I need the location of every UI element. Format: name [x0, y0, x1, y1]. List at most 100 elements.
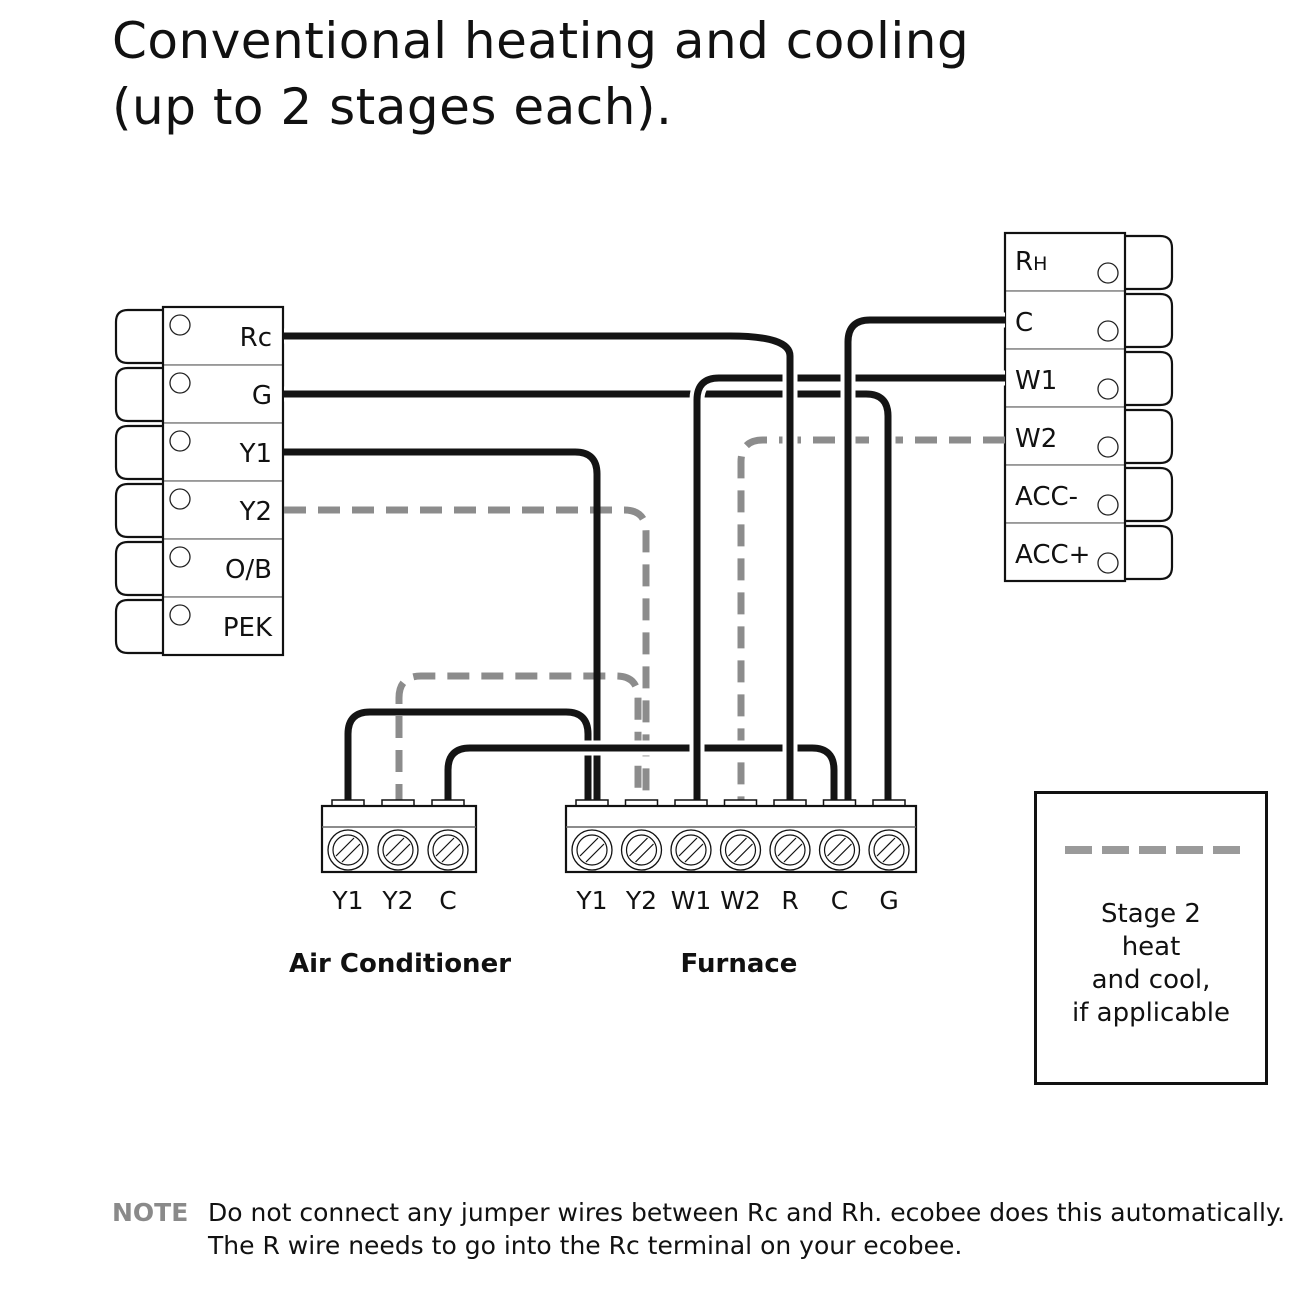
terminal-tab — [1125, 408, 1174, 465]
screw-slot — [684, 843, 704, 863]
screw-terminal-label: R — [781, 886, 798, 915]
screw-head-icon — [675, 834, 707, 866]
terminal-tab — [114, 366, 163, 423]
wire-ecobee-y2-to-furnace-y2 — [284, 506, 650, 806]
terminal-tab — [114, 424, 163, 481]
title-line-2: (up to 2 stages each). — [112, 78, 673, 136]
terminal-release-button-icon[interactable] — [169, 546, 191, 568]
screw-head-icon — [774, 834, 806, 866]
legend-dashed-line-sample — [1065, 846, 1243, 854]
block-outline — [1003, 231, 1127, 583]
screw-terminal-label: Y1 — [575, 886, 607, 915]
ecobee-terminal-rc[interactable]: Rc — [114, 306, 284, 366]
terminal-tab — [1125, 234, 1174, 291]
screw-icon — [620, 829, 663, 871]
gap-mask — [284, 328, 798, 806]
screw-icon — [769, 829, 811, 871]
ac-terminal-y2[interactable]: Y2 — [377, 829, 419, 915]
ecobee-terminal-y1[interactable]: Y1 — [114, 422, 284, 482]
screw-slot — [728, 837, 747, 857]
screw-icon — [571, 829, 613, 871]
ecobee-terminal-c[interactable]: C — [1004, 290, 1174, 350]
wire-ecobee-c-to-furnace-c — [844, 316, 1005, 806]
ecobee-terminal-rh[interactable]: RH — [1004, 232, 1174, 292]
screw-slot — [579, 837, 599, 857]
legend-line-1: Stage 2 — [1101, 899, 1201, 929]
screw-terminal-label: W1 — [671, 886, 712, 915]
ecobee-terminal-acc[interactable]: ACC+ — [1004, 522, 1174, 582]
furnace-label: Furnace — [681, 949, 798, 979]
terminal-tab — [1125, 524, 1174, 581]
screw-head-icon — [432, 834, 464, 866]
wires — [284, 312, 1005, 806]
wire-ecobee-y1-to-furnace-y1 — [284, 448, 601, 806]
wire-ac-y2-to-furnace-y2 — [395, 672, 642, 806]
block-outline — [161, 305, 285, 657]
terminal-label-subscript: H — [1033, 253, 1047, 275]
furnace-terminal-w2[interactable]: W2 — [719, 829, 762, 915]
terminal-release-button-icon[interactable] — [169, 604, 191, 626]
terminal-release-button-icon[interactable] — [169, 314, 191, 336]
screw-icon — [670, 829, 712, 871]
terminal-release-button-icon[interactable] — [1097, 320, 1119, 342]
terminal-label: Y2 — [239, 497, 272, 527]
ecobee-terminal-w1[interactable]: W1 — [1004, 348, 1174, 408]
ac-terminal-y1[interactable]: Y1 — [327, 829, 369, 915]
screw-slot — [734, 843, 753, 863]
screw-slot — [777, 837, 797, 857]
terminal-release-button-icon[interactable] — [169, 430, 191, 452]
screw-terminal-label: Y2 — [381, 886, 413, 915]
terminal-label: G — [252, 381, 272, 411]
legend-text: Stage 2 heat and cool, if applicable — [1037, 898, 1265, 1030]
ac-terminal-c[interactable]: C — [427, 829, 469, 915]
air-conditioner-label: Air Conditioner — [289, 949, 511, 979]
ecobee-terminal-y2[interactable]: Y2 — [114, 480, 284, 540]
wire-ecobee-rc-to-furnace-r — [284, 332, 794, 806]
screw-slot — [635, 843, 654, 863]
screw-slot — [391, 843, 411, 863]
ecobee-terminal-g[interactable]: G — [114, 364, 284, 424]
screw-slot — [341, 843, 361, 863]
wire-ac-c-to-furnace-c — [444, 744, 838, 806]
terminal-label: Rc — [240, 323, 272, 353]
terminal-release-button-icon[interactable] — [1097, 262, 1119, 284]
furnace-terminal-r[interactable]: R — [769, 829, 811, 915]
legend-line-4: if applicable — [1072, 998, 1230, 1028]
legend-box: Stage 2 heat and cool, if applicable — [1034, 791, 1268, 1085]
terminal-release-button-icon[interactable] — [169, 372, 191, 394]
terminal-label: W2 — [1015, 424, 1057, 454]
terminal-release-button-icon[interactable] — [169, 488, 191, 510]
terminal-release-button-icon[interactable] — [1097, 436, 1119, 458]
screw-icon — [719, 829, 762, 871]
ecobee-terminal-o-b[interactable]: O/B — [114, 538, 284, 598]
screw-head-icon — [382, 834, 414, 866]
furnace-terminal-g[interactable]: G — [868, 829, 910, 915]
terminal-cell — [162, 480, 284, 540]
screw-terminal-label: C — [439, 886, 456, 915]
legend-line-3: and cool, — [1091, 965, 1211, 995]
screw-slot — [585, 843, 605, 863]
screw-slot — [783, 843, 803, 863]
wire-ac-y1-to-furnace-y1 — [344, 708, 592, 806]
terminal-tab — [1125, 350, 1174, 407]
furnace-terminal-y2[interactable]: Y2 — [620, 829, 663, 915]
furnace-terminal-y1[interactable]: Y1 — [571, 829, 613, 915]
ecobee-terminal-w2[interactable]: W2 — [1004, 406, 1174, 466]
screw-icon — [868, 829, 910, 871]
terminal-release-button-icon[interactable] — [1097, 494, 1119, 516]
screw-icon — [327, 829, 369, 871]
furnace-terminal-c[interactable]: C — [818, 829, 861, 915]
furnace-terminal-w1[interactable]: W1 — [670, 829, 712, 915]
ecobee-terminal-acc[interactable]: ACC- — [1004, 464, 1174, 524]
terminal-label: W1 — [1015, 366, 1057, 396]
screw-terminal-label: C — [831, 886, 848, 915]
terminal-label: ACC- — [1015, 482, 1078, 512]
terminal-release-button-icon[interactable] — [1097, 378, 1119, 400]
terminal-tab — [1125, 292, 1174, 349]
terminal-release-button-icon[interactable] — [1097, 552, 1119, 574]
ecobee-terminal-pek[interactable]: PEK — [114, 596, 284, 656]
screw-slot — [385, 837, 405, 857]
legend-line-2: heat — [1121, 932, 1181, 962]
